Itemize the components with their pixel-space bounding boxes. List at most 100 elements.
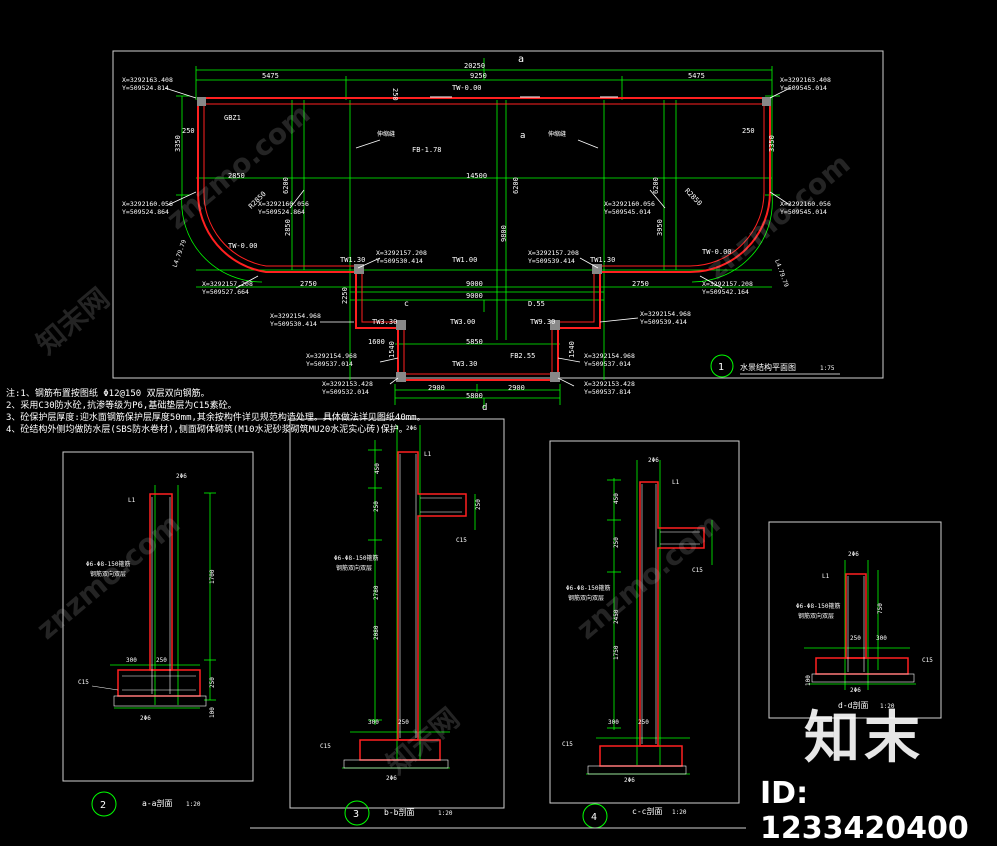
- note-left-label: 伸缩缝: [377, 130, 395, 138]
- coord: X=3292154.968: [584, 352, 635, 360]
- sec-c-d300: 300: [608, 719, 619, 726]
- dim-6200-mid: 6200: [512, 177, 520, 194]
- coord: X=3292160.056: [258, 200, 309, 208]
- note-right-label: 伸缩缝: [548, 130, 566, 138]
- coord: Y=509537.014: [584, 360, 631, 368]
- plan-frame: [112, 50, 884, 379]
- inner-width-label: 14500: [466, 172, 487, 180]
- tw000-top-label: TW-0.00: [452, 84, 482, 92]
- sec-d-c15: C15: [922, 657, 933, 664]
- axis-mid-label: a: [520, 131, 525, 141]
- plan-view: a 20250 9250 5475 5475 a GBZ1 TW-0.00 FB…: [112, 50, 884, 413]
- tw130-left-label: TW1.30: [340, 256, 365, 264]
- sec-a-title: a-a剖面: [142, 798, 172, 808]
- plan-title-block: 1 水景结构平面图 1:75: [710, 354, 840, 378]
- sec-b-d2780: 2780: [373, 585, 380, 600]
- lower-width-label: 9000: [466, 280, 483, 288]
- plan-arc-dims: [181, 194, 773, 283]
- coord: X=3292154.968: [270, 312, 321, 320]
- tw930-left-label: TW3.30: [372, 318, 397, 326]
- sec-c-d1750: 1750: [613, 645, 620, 660]
- axis-c-label: c: [404, 299, 409, 308]
- sec-d-rebar: Φ6-Φ8-150箍筋: [796, 602, 841, 610]
- sec-d-base: 2Φ6: [850, 687, 861, 694]
- coord: Y=509524.814: [122, 84, 169, 92]
- sec-a-d1700: 1700: [209, 569, 216, 584]
- sec-d-title: d-d剖面: [838, 700, 868, 710]
- sec-d-d250: 250: [850, 635, 861, 642]
- fb178-label: FB-1.78: [412, 146, 442, 154]
- coord: X=3292157.208: [528, 249, 579, 257]
- coord: X=3292163.408: [122, 76, 173, 84]
- sec-c-base: 2Φ6: [624, 777, 635, 784]
- sec-b-d300: 300: [368, 719, 379, 726]
- note-line-4: 4、砼结构外侧均做防水层(SBS防水卷材),侧面砌体砌筑(M10水泥砂浆砌筑MU…: [6, 425, 408, 435]
- coord: Y=509537.814: [584, 388, 631, 396]
- note-line-3: 3、砼保护层厚度:迎水面钢筋保护层厚度50mm,其余按构件详见规范构造处理。具体…: [6, 413, 426, 423]
- sec-b-title: b-b剖面: [384, 807, 414, 817]
- sec-a-l1: L1: [128, 497, 136, 504]
- sec-c-l1: L1: [672, 479, 680, 486]
- coord: Y=509545.014: [780, 84, 827, 92]
- sec-b-rebar2: 钢筋双向双层: [336, 564, 372, 572]
- sec-c-top: 2Φ6: [648, 457, 659, 464]
- sec-a-number: 2: [100, 800, 106, 811]
- sec-a-d300: 300: [126, 657, 137, 664]
- coord: X=3292163.408: [780, 76, 831, 84]
- coord: Y=509532.014: [322, 388, 369, 396]
- sec-b-number: 3: [353, 809, 359, 820]
- arc-right-label: L4.79.79: [773, 259, 790, 289]
- coord: X=3292154.968: [306, 352, 357, 360]
- sec-b-rebar: Φ6-Φ8-150箍筋: [334, 554, 379, 562]
- sec-b-d450: 450: [374, 463, 381, 474]
- left-2750-label: 2750: [300, 280, 317, 288]
- coord: X=3292160.056: [604, 200, 655, 208]
- sec-b-d250b: 250: [398, 719, 409, 726]
- dim-9800: 9800: [500, 225, 508, 242]
- plan-number: 1: [718, 362, 724, 373]
- overall-width-label: 20250: [464, 62, 485, 70]
- bottom-left-label: 2900: [428, 384, 445, 392]
- coord: X=3292153.428: [584, 380, 635, 388]
- sec-d-d100: 100: [805, 675, 812, 686]
- tw330-label: TW3.30: [452, 360, 477, 368]
- arc-left-label: L4.79.79: [172, 239, 189, 269]
- dim-2250: 2250: [341, 287, 349, 304]
- sec-b-d250c: 250: [475, 499, 482, 510]
- sec-c-rebar2: 钢筋双向双层: [568, 594, 604, 602]
- right-2750-label: 2750: [632, 280, 649, 288]
- coord: Y=509545.014: [604, 208, 651, 216]
- plan-scale: 1:75: [820, 365, 835, 372]
- coord: Y=509539.414: [528, 257, 575, 265]
- coord: X=3292154.968: [640, 310, 691, 318]
- coord: Y=509524.864: [122, 208, 169, 216]
- dim-250-b: 250: [742, 127, 755, 135]
- sec-b-top: 2Φ6: [406, 425, 417, 432]
- coord: X=3292160.056: [780, 200, 831, 208]
- sec-c-title: c-c剖面: [632, 806, 662, 816]
- section-d: 2Φ6 L1 Φ6-Φ8-150箍筋 钢筋双向双层 750 250 300 10…: [768, 521, 942, 719]
- dim-6200-l: 6200: [282, 177, 290, 194]
- sec-c-d250b: 250: [638, 719, 649, 726]
- tw130-right-label: TW1.30: [590, 256, 615, 264]
- plan-dimension-lines: [176, 58, 780, 408]
- left-2850-label: 2850: [228, 172, 245, 180]
- sec-a-base: 2Φ6: [140, 715, 151, 722]
- coord: Y=509537.014: [306, 360, 353, 368]
- sec-c-number: 4: [591, 812, 597, 823]
- sec-a-rebar2: 钢筋双向双层: [90, 570, 126, 578]
- section-b: 2Φ6 L1 450 250 250 C15 Φ6-Φ8-150箍筋 钢筋双向双…: [289, 418, 505, 826]
- sec-c-scale: 1:20: [672, 809, 687, 816]
- d055-label: D.55: [528, 300, 545, 308]
- bottom-total-label: 5800: [466, 392, 483, 400]
- sec-c-d2450: 2450: [613, 609, 620, 624]
- sec-a-top: 2Φ6: [176, 473, 187, 480]
- pit-width-label: 5850: [466, 338, 483, 346]
- dim-3950-v: 3950: [656, 219, 664, 236]
- coord: X=3292157.208: [202, 280, 253, 288]
- plan-coordinates: X=3292163.408 Y=509524.814 X=3292163.408…: [122, 76, 831, 396]
- sec-b-l1: L1: [424, 451, 432, 458]
- coord: X=3292157.208: [376, 249, 427, 257]
- sec-c-c15: C15: [692, 567, 703, 574]
